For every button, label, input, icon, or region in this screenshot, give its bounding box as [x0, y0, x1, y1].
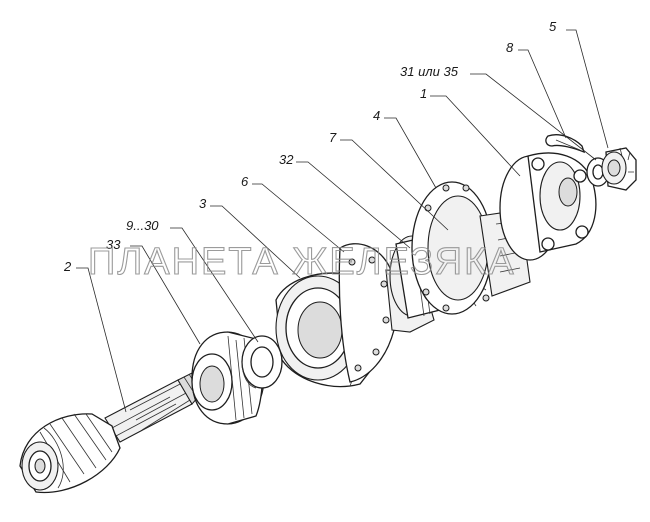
callout-2: 2	[63, 259, 72, 274]
callout-1: 1	[420, 86, 427, 101]
part-9-30-shim	[241, 335, 283, 389]
leader-1	[430, 95, 521, 177]
leader-9-30	[170, 227, 259, 343]
part-5-castle-nut	[601, 147, 637, 191]
callout-33: 33	[106, 237, 121, 252]
leader-8	[518, 49, 567, 139]
leader-lines	[76, 29, 609, 413]
leader-33	[130, 245, 201, 345]
callout-labels: 5 8 31 или 35 1 4 7 32 6 3 9...30 33 2	[63, 19, 557, 274]
leader-31-35	[470, 73, 597, 161]
callout-9-30: 9...30	[126, 218, 159, 233]
callout-31-35: 31 или 35	[400, 64, 459, 79]
leader-2	[76, 267, 127, 413]
leader-3	[210, 205, 301, 279]
callout-8: 8	[506, 40, 514, 55]
callout-3: 3	[199, 196, 207, 211]
leader-32	[296, 161, 411, 249]
callout-4: 4	[373, 108, 380, 123]
callout-32: 32	[279, 152, 294, 167]
part-2-drive-pinion	[19, 368, 209, 494]
leader-5	[566, 29, 609, 149]
leader-6	[252, 183, 345, 253]
callout-6: 6	[241, 174, 249, 189]
leader-4	[384, 117, 437, 189]
part-8-cotter-pin	[545, 134, 586, 154]
callout-7: 7	[329, 130, 337, 145]
leader-7	[340, 139, 449, 231]
watermark: ПЛАНЕТА ЖЕЛЕЗЯКА	[88, 241, 516, 283]
part-1-flange-yoke	[499, 152, 597, 261]
callout-5: 5	[549, 19, 557, 34]
